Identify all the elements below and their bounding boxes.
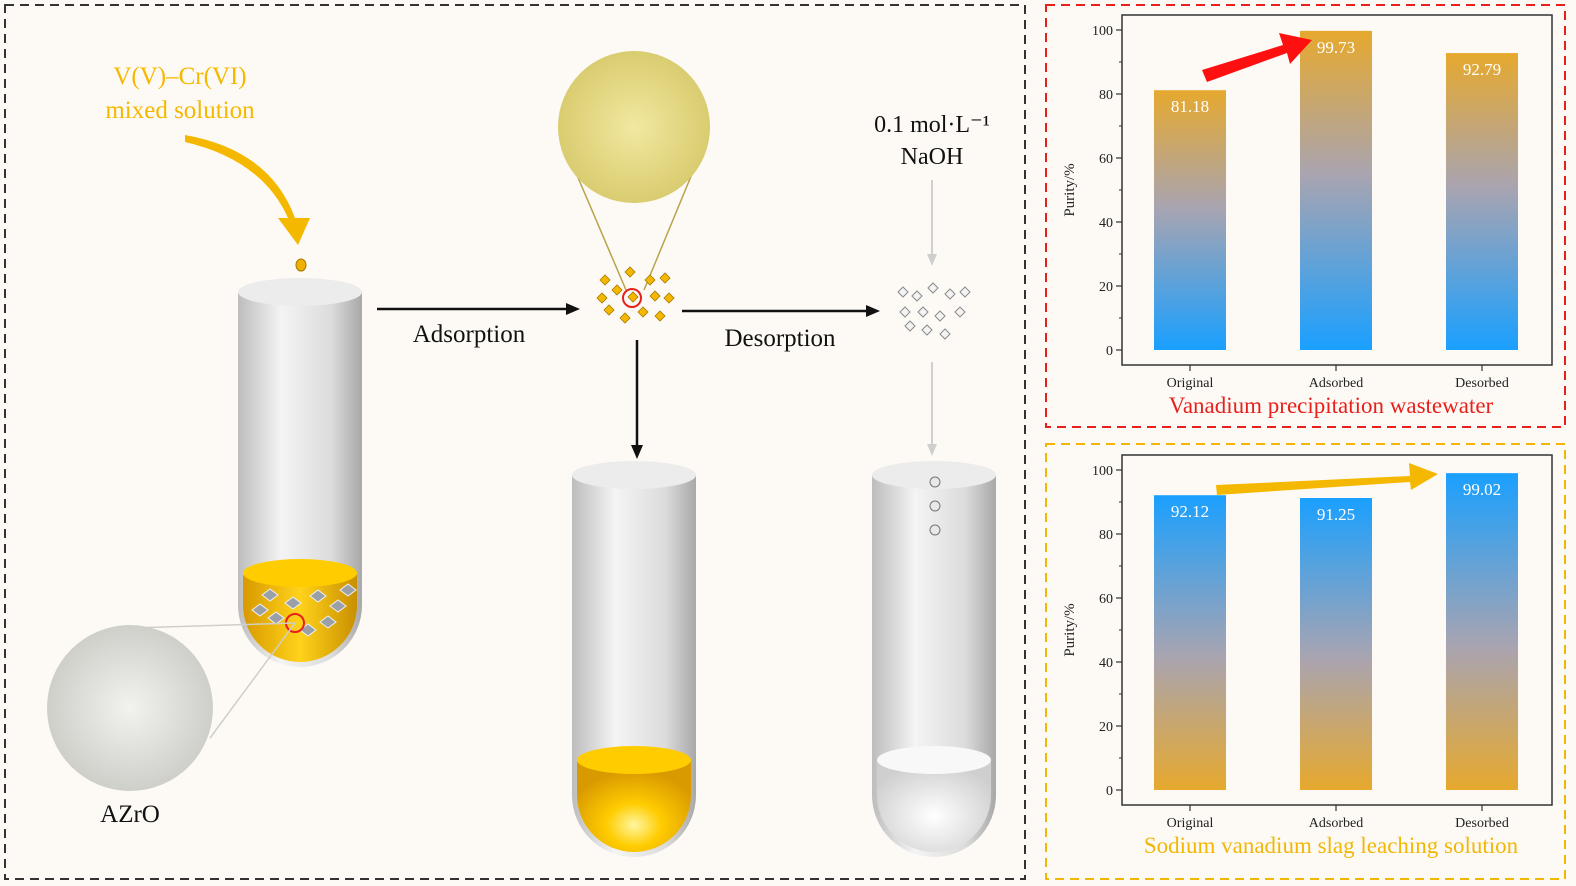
adsorption-label: Adsorption xyxy=(413,321,526,348)
feed-arrow-icon xyxy=(185,135,310,245)
chart-title: Vanadium precipitation wastewater xyxy=(1169,393,1494,418)
adsorption-arrow-icon xyxy=(566,303,580,315)
feed-label-line1: V(V)–Cr(VI) xyxy=(113,63,246,90)
y-tick-label: 0 xyxy=(1106,784,1113,799)
x-tick-label: Desorbed xyxy=(1455,816,1509,831)
eluent-label-line2: NaOH xyxy=(901,144,964,170)
bar-value-label: 92.79 xyxy=(1463,60,1501,79)
bar xyxy=(1300,30,1372,350)
desorption-label: Desorption xyxy=(724,325,836,352)
bar xyxy=(1154,495,1226,790)
chart1-panel-border xyxy=(1045,4,1566,428)
x-tick-label: Adsorbed xyxy=(1309,376,1363,391)
x-tick-label: Desorbed xyxy=(1455,376,1509,391)
y-tick-label: 80 xyxy=(1099,528,1113,543)
trend-arrow-icon xyxy=(1216,463,1438,495)
loaded-adsorbent-particles xyxy=(596,266,675,324)
y-axis-label: Purity/% xyxy=(1062,603,1078,656)
y-tick-label: 0 xyxy=(1106,344,1113,359)
y-tick-label: 100 xyxy=(1092,24,1113,39)
eluent-arrow-icon xyxy=(927,254,937,266)
vanadium-eluate-tube xyxy=(872,461,996,857)
desorption-arrow-icon xyxy=(866,305,880,317)
adsorption-column xyxy=(238,278,362,667)
bar-value-label: 92.12 xyxy=(1171,502,1209,521)
process-panel-border xyxy=(4,4,1026,880)
loaded-powder-image xyxy=(558,51,710,203)
bar-value-label: 99.02 xyxy=(1463,480,1501,499)
feed-label-line2: mixed solution xyxy=(105,97,255,124)
down-arrow-icon xyxy=(631,445,643,459)
y-tick-label: 40 xyxy=(1099,656,1113,671)
y-axis-label: Purity/% xyxy=(1062,163,1078,216)
chromium-solution-tube xyxy=(572,461,696,857)
bar-value-label: 81.18 xyxy=(1171,97,1209,116)
bar xyxy=(1446,53,1518,351)
chart-title: Sodium vanadium slag leaching solution xyxy=(1144,833,1519,858)
bar xyxy=(1154,90,1226,350)
y-tick-label: 80 xyxy=(1099,88,1113,103)
x-tick-label: Original xyxy=(1167,376,1214,391)
x-tick-label: Adsorbed xyxy=(1309,816,1363,831)
y-tick-label: 40 xyxy=(1099,216,1113,231)
eluent-label-line1: 0.1 mol·L⁻¹ xyxy=(874,112,990,138)
y-tick-label: 20 xyxy=(1099,280,1113,295)
trend-arrow-icon xyxy=(1202,33,1312,82)
bar xyxy=(1446,473,1518,790)
adsorbent-label: AZrO xyxy=(100,801,160,828)
x-tick-label: Original xyxy=(1167,816,1214,831)
y-tick-label: 100 xyxy=(1092,464,1113,479)
bar xyxy=(1300,498,1372,790)
y-tick-label: 20 xyxy=(1099,720,1113,735)
azro-powder-image xyxy=(47,625,213,791)
y-tick-label: 60 xyxy=(1099,152,1113,167)
chart2-panel-border xyxy=(1045,443,1566,880)
bar-value-label: 99.73 xyxy=(1317,38,1355,57)
y-tick-label: 60 xyxy=(1099,592,1113,607)
grey-down-arrow-icon xyxy=(927,444,937,456)
bar-value-label: 91.25 xyxy=(1317,505,1355,524)
regenerated-adsorbent-particles xyxy=(897,282,971,340)
